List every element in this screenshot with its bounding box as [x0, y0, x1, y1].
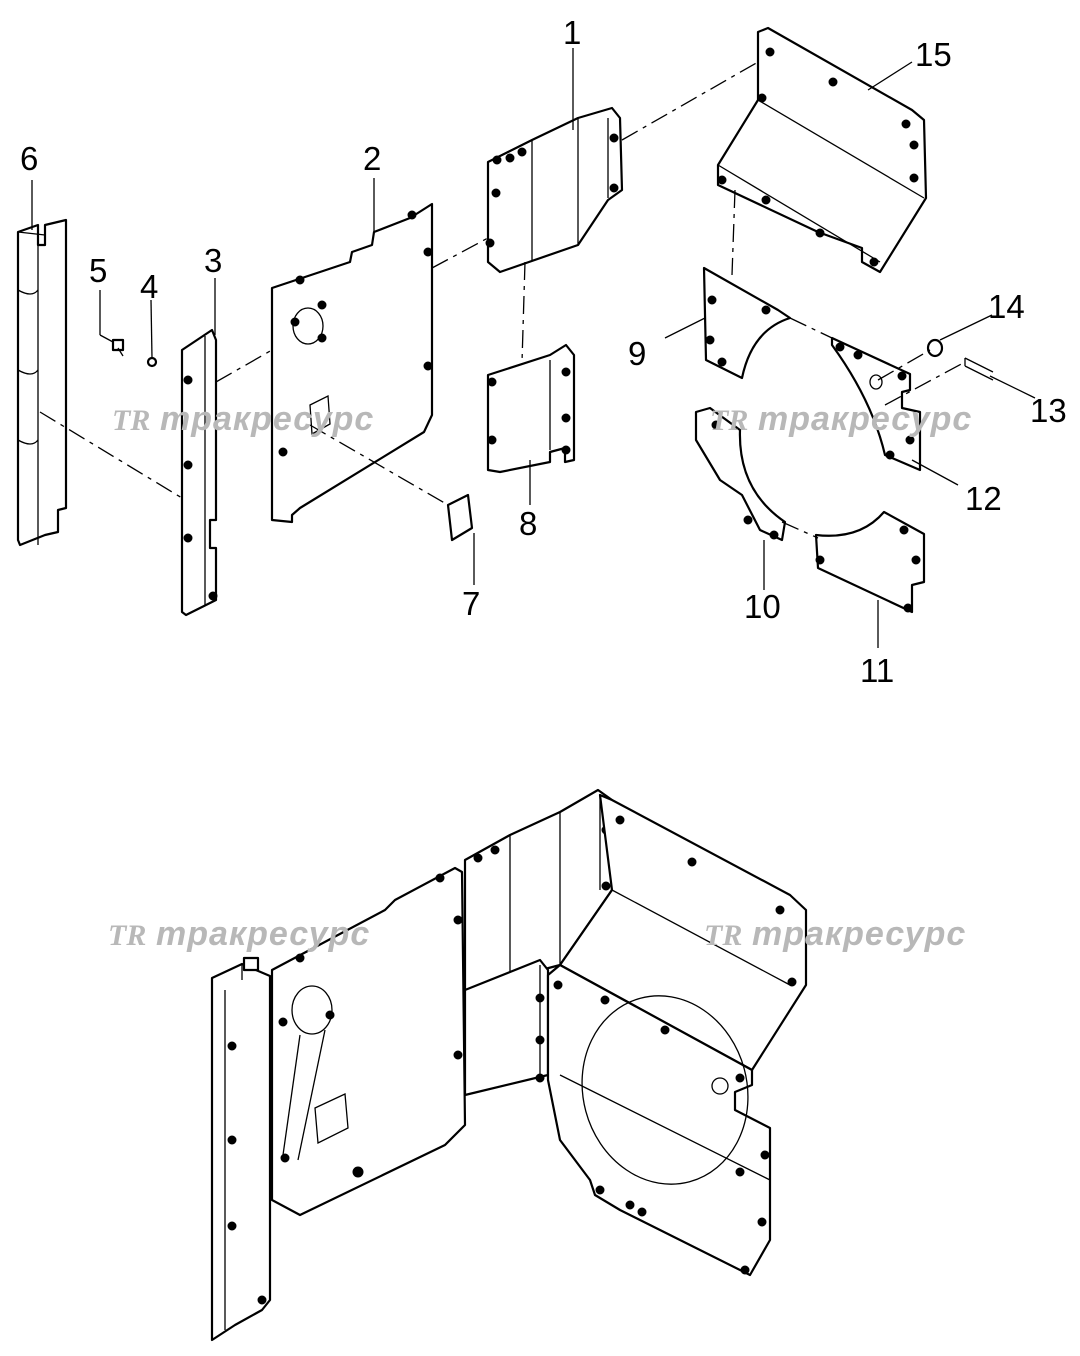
- callout-7: 7: [462, 585, 480, 622]
- part-8-lower-bracket: [486, 343, 576, 474]
- part-10-ring-plate-lower: [694, 406, 787, 542]
- part-6-strip: [16, 218, 68, 547]
- assembly-lines: [39, 61, 966, 539]
- callout-9: 9: [628, 335, 646, 372]
- watermark-logo: TR: [710, 404, 748, 437]
- watermark-logo: TR: [704, 919, 742, 952]
- part-15-hood: [716, 26, 928, 274]
- assembled-view: [210, 788, 808, 1342]
- callout-4: 4: [140, 268, 158, 305]
- callout-12: 12: [965, 480, 1002, 517]
- part-3-narrow-plate: [180, 328, 218, 617]
- watermark-logo: TR: [112, 404, 150, 437]
- callout-3: 3: [204, 242, 222, 279]
- callout-6: 6: [20, 140, 38, 177]
- watermark-top-left: TR тракресурс: [112, 400, 374, 438]
- part-4-nut: [146, 356, 158, 368]
- watermark-text: тракресурс: [752, 915, 966, 953]
- watermark-text: тракресурс: [156, 915, 370, 953]
- part-13-clip: [964, 357, 994, 381]
- watermark-bottom-right: TR тракресурс: [704, 915, 966, 953]
- part-11-lower-plate: [814, 510, 926, 614]
- callout-8: 8: [519, 505, 537, 542]
- part-2-cover-plate: [270, 202, 434, 524]
- watermark-text: тракресурс: [758, 400, 972, 438]
- leader-lines: [31, 48, 1036, 648]
- watermark-bottom-left: TR тракресурс: [108, 915, 370, 953]
- part-5-bolt: [111, 338, 125, 357]
- part-1-duct-bracket: [485, 106, 624, 274]
- callout-5: 5: [89, 252, 107, 289]
- callout-15: 15: [915, 36, 952, 73]
- callout-labels: 1 2 3 4 5 6 7 8 9 10 11 12 13 14 15: [20, 14, 1067, 689]
- callout-1: 1: [563, 14, 581, 51]
- watermark-logo: TR: [108, 919, 146, 952]
- part-7-gasket: [446, 493, 474, 542]
- part-14-washer: [926, 338, 944, 358]
- callout-2: 2: [363, 140, 381, 177]
- watermark-text: тракресурс: [160, 400, 374, 438]
- part-9-ring-plate-upper: [702, 266, 792, 380]
- callout-11: 11: [860, 652, 894, 689]
- watermark-top-right: TR тракресурс: [710, 400, 972, 438]
- callout-10: 10: [744, 588, 781, 625]
- callout-13: 13: [1030, 392, 1067, 429]
- part-12-side-plate: [830, 336, 922, 472]
- callout-14: 14: [988, 288, 1025, 325]
